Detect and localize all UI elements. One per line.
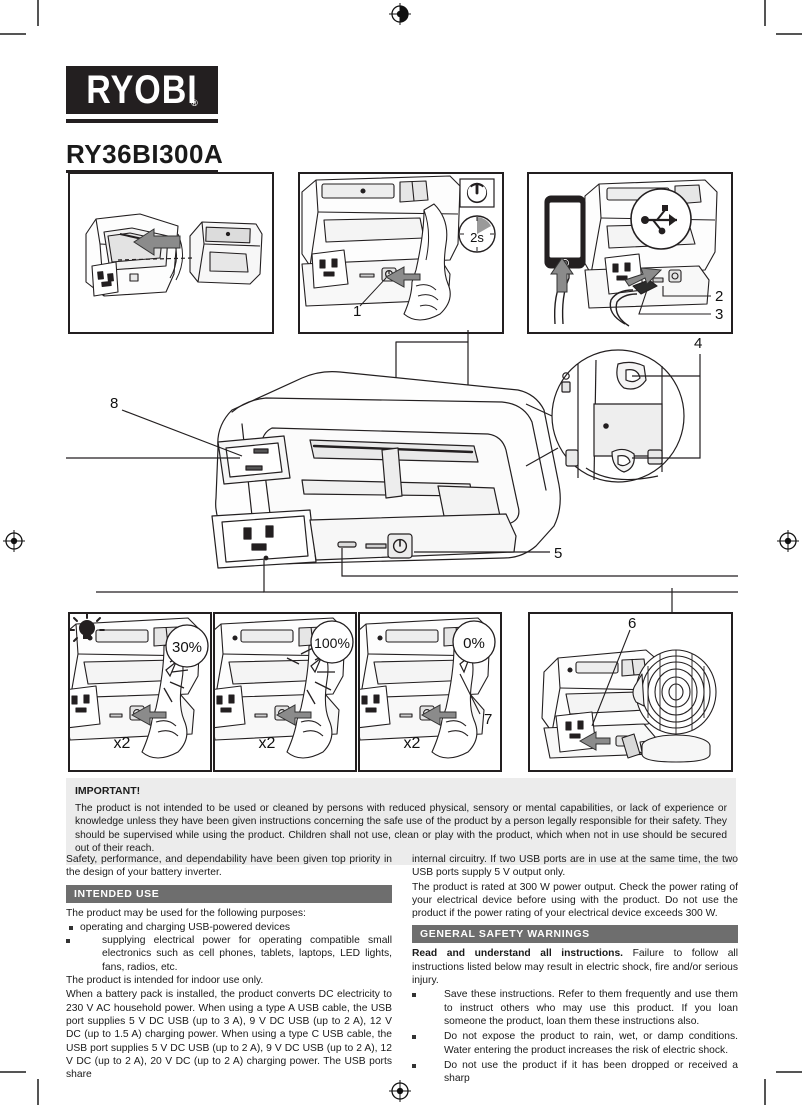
indoor-use-note: The product is intended for indoor use o… <box>66 975 264 987</box>
callout-5: 5 <box>554 545 562 562</box>
callout-6: 6 <box>628 615 636 632</box>
power-rating-paragraph: The product is rated at 300 W power outp… <box>412 881 738 920</box>
important-body: The product is not intended to be used o… <box>75 803 727 855</box>
callout-4: 4 <box>694 335 702 352</box>
intended-use-list: operating and charging USB-powered devic… <box>66 921 392 974</box>
battery-percent-100: 100% <box>314 635 350 651</box>
warning-lead: Read and understand all instructions. Fa… <box>412 947 738 987</box>
crop-mark-bl-h <box>0 1071 26 1073</box>
figure-battery-level-100: 100% x2 <box>213 612 357 772</box>
safety-warnings-list: Save these instructions. Refer to them f… <box>412 988 738 1085</box>
crop-mark-bl-v <box>37 1079 39 1105</box>
figure-power-on: 1 2s <box>298 172 504 334</box>
registration-mark-top <box>389 3 411 25</box>
bullet-square-icon <box>69 925 73 930</box>
continuation-paragraph: internal circuitry. If two USB ports are… <box>412 854 738 879</box>
hold-duration: 2s <box>470 230 484 245</box>
list-item: operating and charging USB-powered devic… <box>66 921 392 934</box>
section-header-intended-use: INTENDED USE <box>66 884 392 903</box>
crop-mark-br-v <box>764 1079 766 1105</box>
list-item: Save these instructions. Refer to them f… <box>412 988 738 1028</box>
press-count-30: x2 <box>114 735 131 752</box>
battery-percent-30: 30% <box>172 639 202 656</box>
crop-mark-tr-h <box>776 33 802 35</box>
model-underline <box>66 170 218 173</box>
registration-mark-right <box>777 530 799 552</box>
callout-8: 8 <box>110 395 118 412</box>
figure-battery-level-0: 0% 7 x2 <box>358 612 502 772</box>
figure-install-battery-pack <box>68 172 274 334</box>
registered-trademark-icon: ® <box>191 97 199 108</box>
battery-percent-0: 0% <box>463 635 485 652</box>
specifications-paragraph: When a battery pack is installed, the pr… <box>66 989 392 1081</box>
logo-wordmark: RYOBI® <box>86 66 199 112</box>
bullet-square-icon <box>66 939 70 944</box>
list-item-label: Save these instructions. Refer to them f… <box>444 989 738 1027</box>
registration-mark-left <box>3 530 25 552</box>
warning-lead-rest: Failure to follow all instructions liste… <box>412 948 738 987</box>
registration-mark-bottom <box>389 1080 411 1102</box>
section-header-general-safety: GENERAL SAFETY WARNINGS <box>412 925 738 944</box>
brand-logo: RYOBI® <box>66 66 218 123</box>
figure-ac-outlet-appliance: 6 <box>528 612 733 772</box>
purposes-lead: The product may be used for the followin… <box>66 907 306 919</box>
list-item-label: Do not expose the product to rain, wet, … <box>444 1031 738 1056</box>
light-on-icon <box>70 614 105 642</box>
list-item-label: Do not use the product if it has been dr… <box>444 1059 738 1085</box>
logo-underline <box>66 119 218 123</box>
crop-mark-tr-v <box>764 0 766 26</box>
body-columns: Safety, performance, and dependability h… <box>66 853 738 1087</box>
left-column: Safety, performance, and dependability h… <box>66 853 392 1082</box>
callout-3: 3 <box>715 306 723 323</box>
list-item: Do not use the product if it has been dr… <box>412 1059 738 1086</box>
crop-mark-tl-v <box>37 0 39 26</box>
right-column: internal circuitry. If two USB ports are… <box>412 853 738 1087</box>
list-item-label: operating and charging USB-powered devic… <box>80 921 291 933</box>
bullet-square-icon <box>412 993 416 998</box>
intro-paragraph: Safety, performance, and dependability h… <box>66 854 392 879</box>
press-count-0: x2 <box>404 735 421 752</box>
install-battery-art <box>85 213 263 297</box>
callout-7: 7 <box>484 711 492 728</box>
crop-mark-tl-h <box>0 33 26 35</box>
callout-1: 1 <box>353 303 361 320</box>
list-item: supplying electrical power for operating… <box>66 934 392 974</box>
model-number: RY36BI300A <box>66 139 224 169</box>
important-notice: IMPORTANT! The product is not intended t… <box>66 778 736 865</box>
figure-product-overview: 4 8 5 <box>66 330 738 610</box>
bullet-square-icon <box>412 1063 416 1068</box>
logo-box: RYOBI® <box>66 66 218 114</box>
warning-lead-bold: Read and understand all instructions. <box>412 948 624 960</box>
list-item-label: supplying electrical power for operating… <box>102 935 392 973</box>
crop-mark-br-h <box>776 1071 802 1073</box>
list-item: Do not expose the product to rain, wet, … <box>412 1030 738 1057</box>
figure-battery-level-30: 30% x2 <box>68 612 212 772</box>
press-count-100: x2 <box>259 735 276 752</box>
important-title: IMPORTANT! <box>75 785 141 797</box>
callout-2: 2 <box>715 288 723 305</box>
figure-usb-charging: 2 3 <box>527 172 733 334</box>
bullet-square-icon <box>412 1035 416 1040</box>
